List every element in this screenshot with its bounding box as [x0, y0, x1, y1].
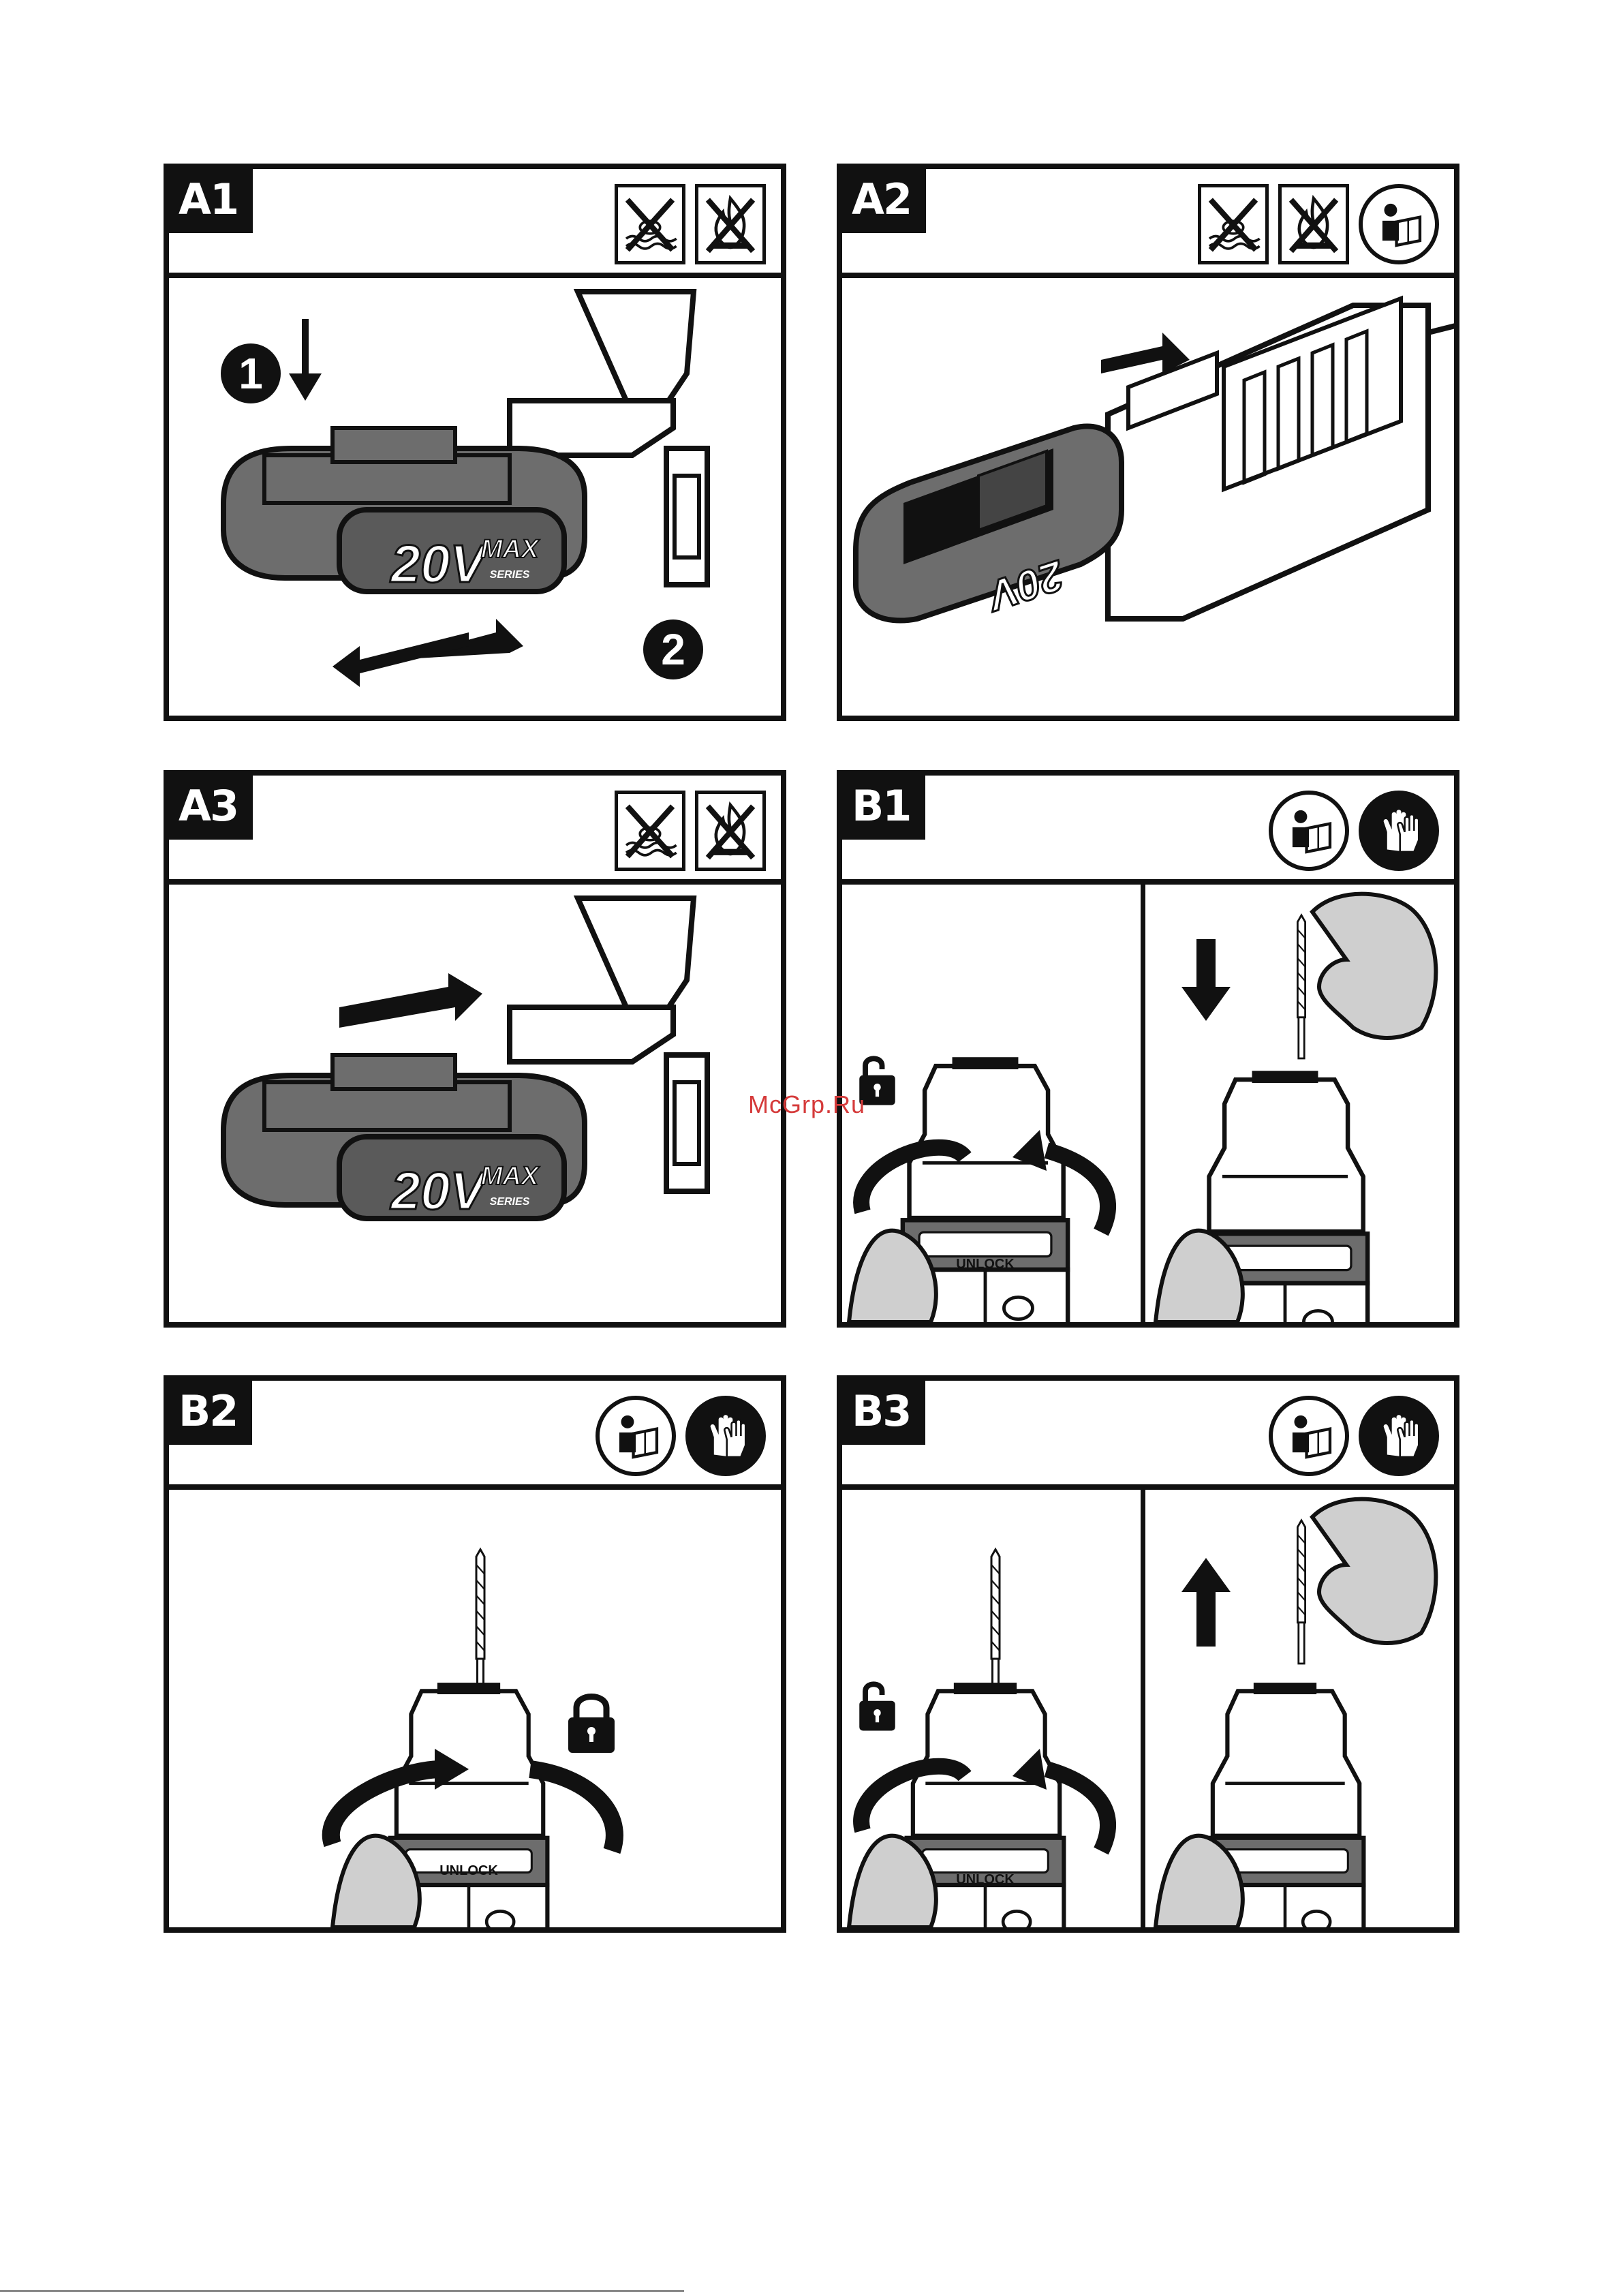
- read-manual-icon: [1269, 1396, 1349, 1476]
- gloves-icon: [1359, 791, 1439, 871]
- panel-body: UNLOCK: [842, 1490, 1454, 1927]
- panel-body: UNLOCK: [169, 1490, 781, 1927]
- gloves-icon: [685, 1396, 766, 1476]
- footer-rule: [0, 2290, 684, 2292]
- read-manual-icon: [596, 1396, 676, 1476]
- safety-icons: [1269, 791, 1439, 871]
- panel-label: B2: [169, 1381, 252, 1445]
- battery-series-text: SERIES: [490, 1196, 530, 1208]
- panel-b3: B3 UNLOCK: [837, 1375, 1459, 1933]
- battery-max-text: MAX: [481, 1162, 540, 1191]
- warning-icons: [1198, 184, 1439, 264]
- no-water-icon: [615, 791, 685, 871]
- chuck-unlock-remove-illustration: UNLOCK: [842, 1490, 1454, 1927]
- panel-body: 20V MAX SERIES 1 2: [169, 278, 781, 716]
- battery-removal-illustration: 20V MAX SERIES 1 2: [169, 278, 781, 716]
- no-water-icon: [615, 184, 685, 264]
- panel-label: A3: [169, 776, 253, 840]
- no-fire-icon: [695, 184, 766, 264]
- panel-header: A2: [842, 169, 1454, 278]
- panel-b1: B1 UNLOCK: [837, 770, 1459, 1328]
- chuck-unlock-insert-illustration: UNLOCK: [842, 885, 1454, 1322]
- panel-body: UNLOCK: [842, 885, 1454, 1322]
- panel-header: A1: [169, 169, 781, 278]
- battery-voltage-text: 20V: [390, 534, 490, 594]
- panel-header: B1: [842, 776, 1454, 885]
- no-fire-icon: [1278, 184, 1349, 264]
- battery-max-text: MAX: [481, 535, 540, 564]
- read-manual-icon: [1269, 791, 1349, 871]
- no-water-icon: [1198, 184, 1269, 264]
- watermark: McGrp.Ru: [748, 1090, 865, 1119]
- chuck-unlock-text: UNLOCK: [439, 1863, 498, 1878]
- no-fire-icon: [695, 791, 766, 871]
- read-manual-icon: [1359, 184, 1439, 264]
- panel-label: B3: [842, 1381, 925, 1445]
- chuck-unlock-text: UNLOCK: [956, 1257, 1015, 1272]
- warning-icons: [615, 791, 766, 871]
- panel-a3: A3 20V MAX SERIES: [164, 770, 786, 1328]
- panel-b2: B2 UNLOCK: [164, 1375, 786, 1933]
- battery-voltage-text: 20V: [390, 1161, 490, 1221]
- battery-insertion-illustration: 20V MAX SERIES: [169, 885, 781, 1322]
- step-two-number: 2: [661, 625, 685, 674]
- safety-icons: [596, 1396, 766, 1476]
- panel-body: 20V MAX SERIES: [169, 885, 781, 1322]
- panel-header: A3: [169, 776, 781, 885]
- panel-label: A1: [169, 169, 253, 233]
- panel-label: B1: [842, 776, 925, 840]
- chuck-unlock-text: UNLOCK: [956, 1872, 1015, 1887]
- panel-a1: A1 20V MAX SERIES 1 2: [164, 164, 786, 721]
- battery-series-text: SERIES: [490, 569, 530, 581]
- battery-charging-illustration: 20V: [842, 278, 1454, 716]
- panel-header: B2: [169, 1381, 781, 1490]
- step-one-number: 1: [238, 349, 263, 398]
- panel-label: A2: [842, 169, 926, 233]
- safety-icons: [1269, 1396, 1439, 1476]
- panel-a2: A2 20V: [837, 164, 1459, 721]
- warning-icons: [615, 184, 766, 264]
- panel-body: 20V: [842, 278, 1454, 716]
- panel-header: B3: [842, 1381, 1454, 1490]
- gloves-icon: [1359, 1396, 1439, 1476]
- chuck-lock-illustration: UNLOCK: [169, 1490, 781, 1927]
